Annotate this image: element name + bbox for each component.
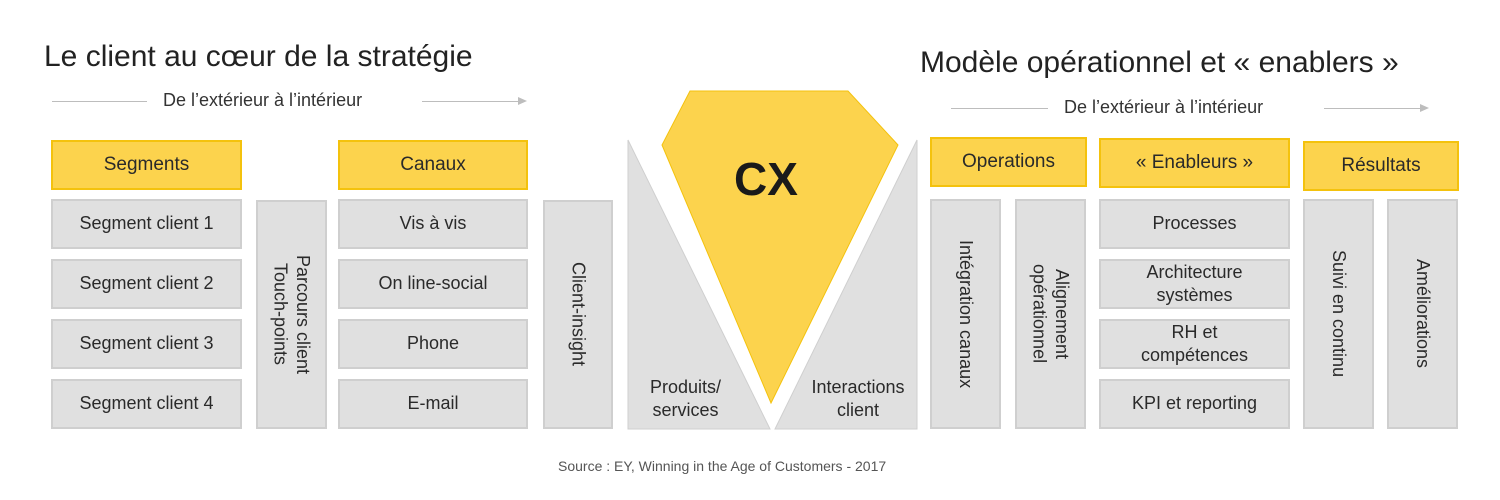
segment-box-1: Segment client 1 [51,199,242,249]
interactions-client-label: Interactions client [811,377,905,421]
interactions-client-triangle [774,139,918,430]
segments-header: Segments [51,140,242,190]
alignement-operationnel-box: Alignement opérationnel [1015,199,1086,429]
operations-header: Operations [930,137,1087,187]
client-insight-label: Client-insight [568,262,589,367]
suivi-continu-label: Suivi en continu [1328,250,1349,378]
cx-label: CX [734,153,798,205]
segment-box-2: Segment client 2 [51,259,242,309]
canal-box-3: Phone [338,319,528,369]
produits-services-label: Produits/ services [649,377,722,421]
left-subtitle-rule-right [422,101,518,102]
integration-canaux-label: Intégration canaux [955,239,976,389]
produits-services-triangle [627,139,771,430]
alignement-operationnel-label: Alignement opérationnel [1029,264,1073,364]
enableur-box-3: RH et compétences [1099,319,1290,369]
segment-box-3: Segment client 3 [51,319,242,369]
parcours-client-box: Parcours client Touch-points [256,200,327,429]
segment-box-4: Segment client 4 [51,379,242,429]
enableur-box-1: Processes [1099,199,1290,249]
enableurs-header: « Enableurs » [1099,138,1290,188]
client-insight-box: Client-insight [543,200,613,429]
canaux-header: Canaux [338,140,528,190]
right-subtitle-rule-left [951,108,1048,109]
cx-diagram [627,90,918,430]
left-subtitle: De l’extérieur à l’intérieur [163,90,363,110]
canal-box-2: On line-social [338,259,528,309]
source-caption: Source : EY, Winning in the Age of Custo… [558,458,887,474]
suivi-continu-box: Suivi en continu [1303,199,1374,429]
ameliorations-label: Améliorations [1412,259,1433,369]
canal-box-4: E-mail [338,379,528,429]
left-title: Le client au cœur de la stratégie [44,40,473,73]
enableur-box-4: KPI et reporting [1099,379,1290,429]
left-subtitle-arrow-icon [518,97,527,105]
right-subtitle-arrow-icon [1420,104,1429,112]
integration-canaux-box: Intégration canaux [930,199,1001,429]
parcours-client-label: Parcours client Touch-points [270,254,314,375]
ameliorations-box: Améliorations [1387,199,1458,429]
left-subtitle-rule-left [52,101,147,102]
resultats-header: Résultats [1303,141,1459,191]
right-title: Modèle opérationnel et « enablers » [920,46,1399,79]
right-subtitle: De l’extérieur à l’intérieur [1064,97,1264,117]
cx-gem [661,90,899,405]
enableur-box-2: Architecture systèmes [1099,259,1290,309]
canal-box-1: Vis à vis [338,199,528,249]
right-subtitle-rule-right [1324,108,1420,109]
